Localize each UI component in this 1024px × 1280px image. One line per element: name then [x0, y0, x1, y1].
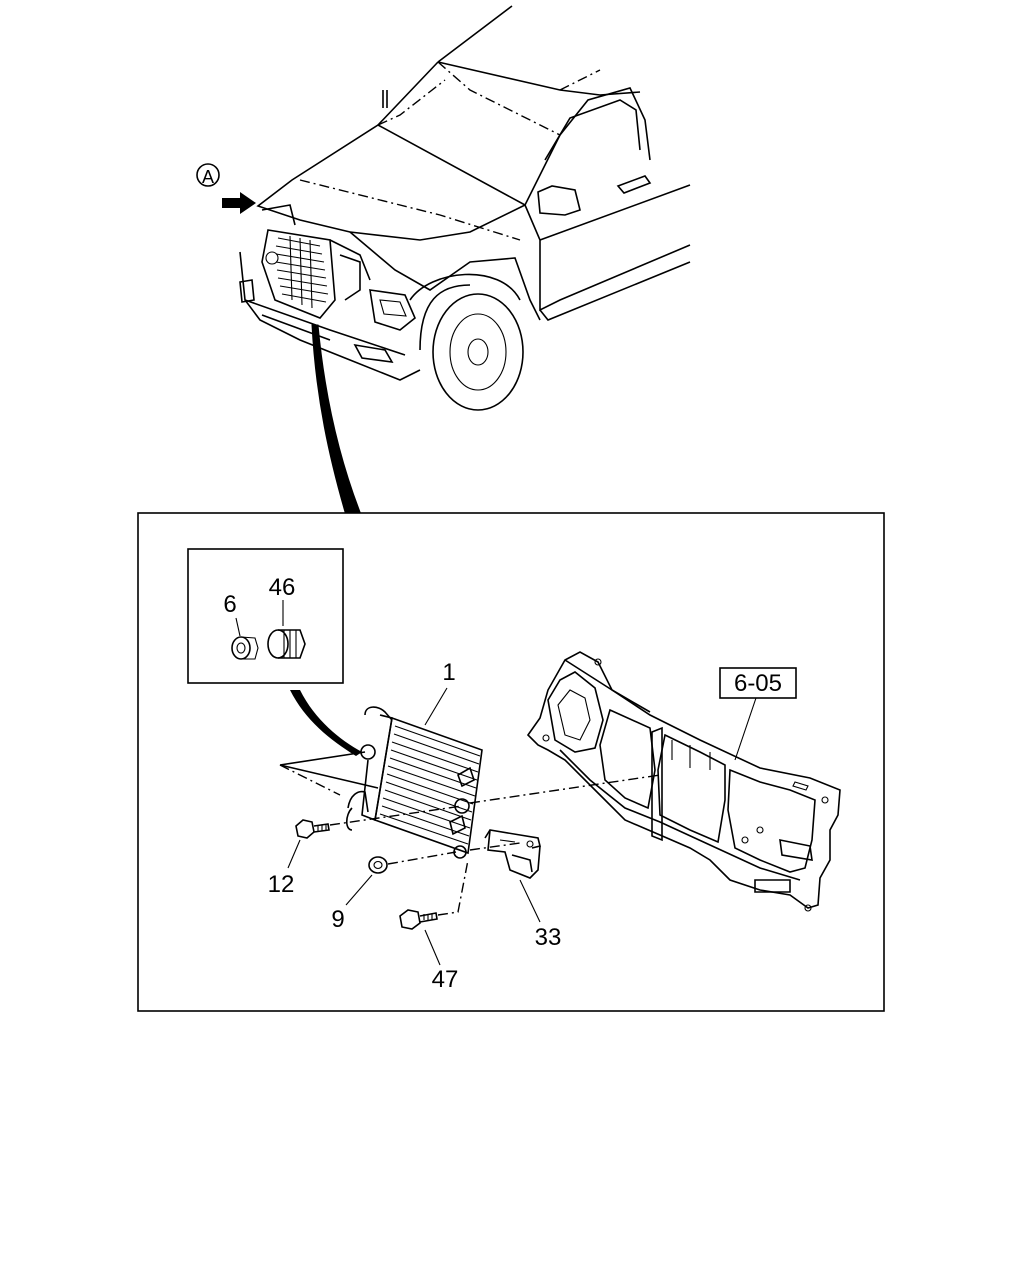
- callout-9: 9: [331, 906, 344, 933]
- detail-frame: [137, 512, 885, 1012]
- callout-12: 12: [268, 871, 295, 898]
- inset-label-6: 6: [223, 591, 236, 618]
- reference-box-6-05: 6-05: [719, 667, 797, 761]
- nut-9-icon: [368, 856, 388, 874]
- vehicle-intercooler: [261, 204, 371, 319]
- vehicle-overview: [239, 5, 691, 513]
- view-a-marker: A: [196, 163, 256, 214]
- radiator-support-panel: [526, 651, 841, 912]
- callout-33: 33: [535, 924, 562, 951]
- view-direction-arrow-icon: [222, 192, 256, 214]
- callout-1: 1: [442, 659, 455, 686]
- bolt-12-icon: [295, 819, 330, 839]
- hose-plug-icon: [267, 629, 306, 659]
- view-marker-label: A: [202, 167, 214, 187]
- callout-47: 47: [432, 966, 459, 993]
- oil-cooler: [345, 706, 483, 859]
- bracket-33-icon: [484, 829, 541, 879]
- o-ring-icon: [231, 636, 259, 660]
- reference-label: 6-05: [734, 670, 782, 697]
- inset-label-46: 46: [269, 574, 296, 601]
- bolt-47-icon: [399, 909, 438, 930]
- view-marker-circle: [196, 163, 220, 187]
- inset-box: 6 46: [187, 548, 362, 756]
